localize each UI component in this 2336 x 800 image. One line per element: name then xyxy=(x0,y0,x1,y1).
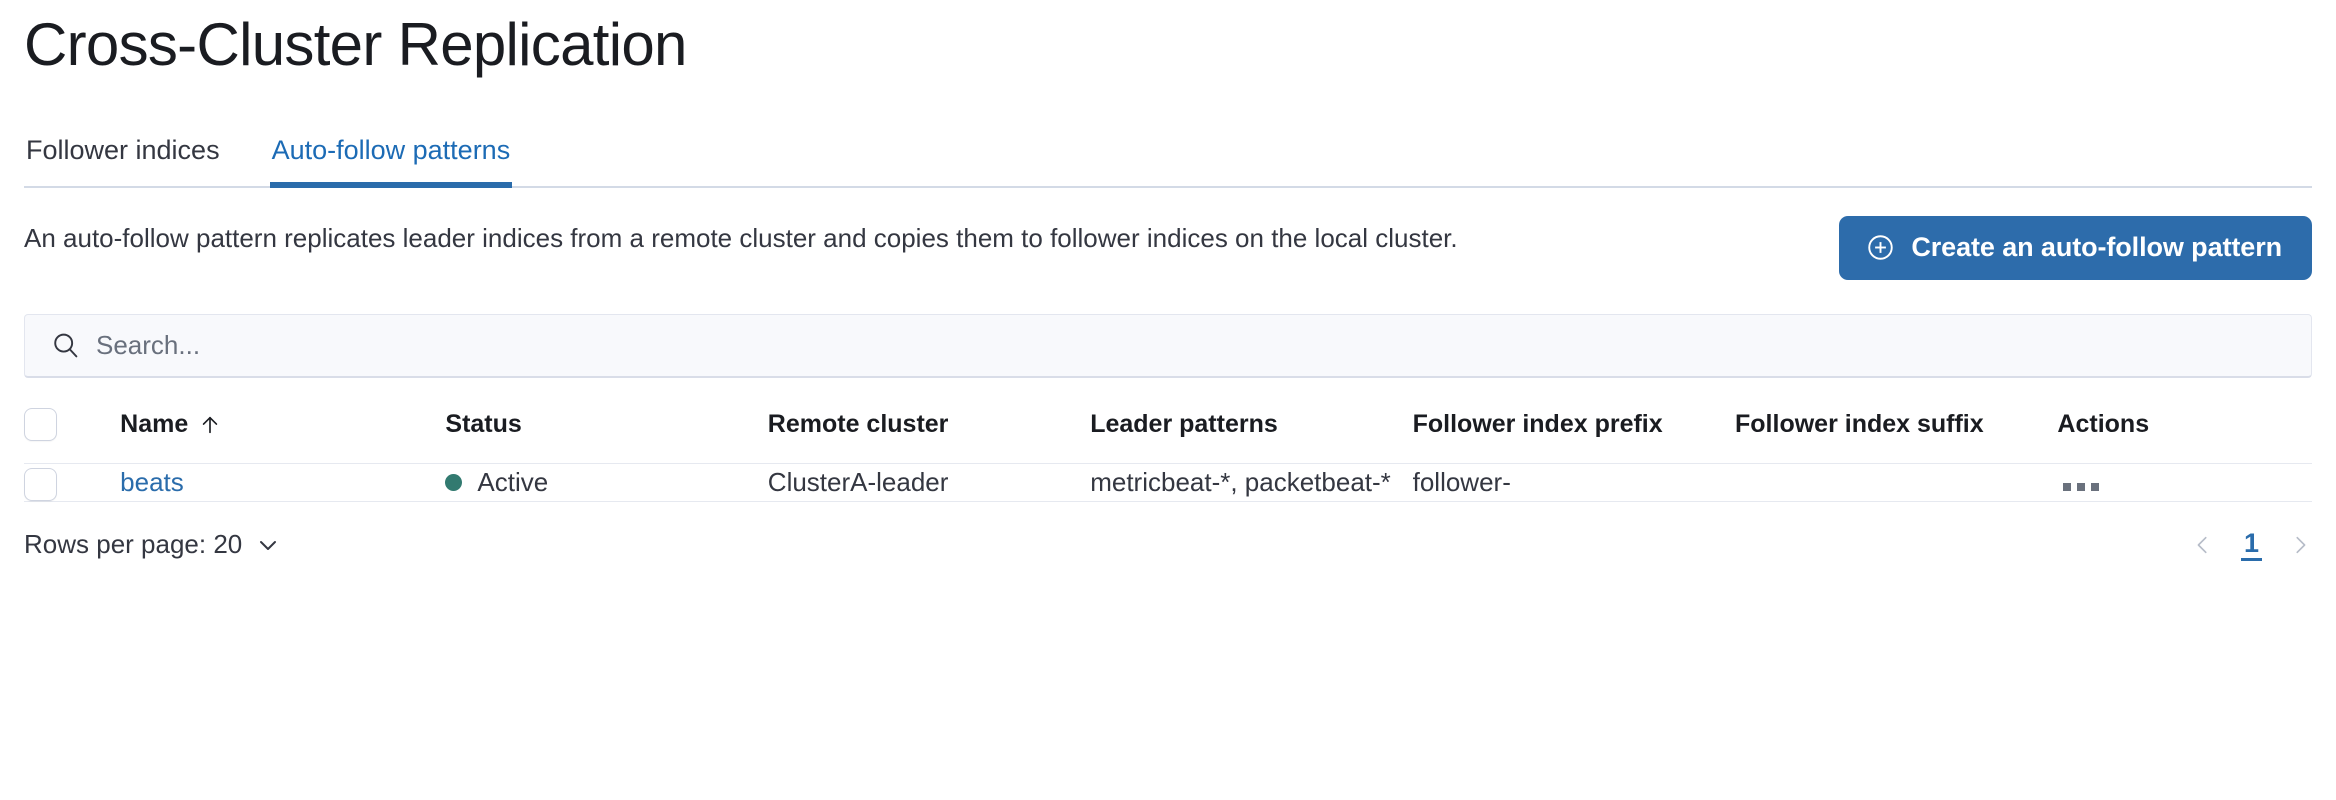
more-actions-icon[interactable] xyxy=(2057,477,2105,497)
pagination: 1 xyxy=(2191,528,2312,562)
rows-per-page-label: Rows per page: 20 xyxy=(24,529,243,560)
rows-per-page-selector[interactable]: Rows per page: 20 xyxy=(24,529,280,560)
column-header-status[interactable]: Status xyxy=(445,408,768,464)
search-bar[interactable] xyxy=(24,314,2312,378)
select-all-checkbox[interactable] xyxy=(24,408,57,441)
status-dot-icon xyxy=(445,474,463,491)
row-leader-patterns-cell: metricbeat-*, packetbeat-* xyxy=(1090,463,1413,502)
row-select-checkbox[interactable] xyxy=(24,467,57,501)
tab-auto-follow-patterns-label: Auto-follow patterns xyxy=(271,135,511,165)
page-title: Cross-Cluster Replication xyxy=(24,11,687,78)
column-header-actions: Actions xyxy=(2057,408,2312,464)
table-row: beats Active ClusterA-leader metricbeat-… xyxy=(24,463,2312,502)
sort-arrow-up-icon xyxy=(199,414,221,436)
row-name-cell: beats xyxy=(120,463,446,502)
column-header-name[interactable]: Name xyxy=(120,408,446,464)
search-input[interactable] xyxy=(96,315,2291,376)
table-body: beats Active ClusterA-leader metricbeat-… xyxy=(24,463,2312,502)
column-header-leader-patterns[interactable]: Leader patterns xyxy=(1090,408,1413,464)
column-header-follower-index-suffix[interactable]: Follower index suffix xyxy=(1735,408,2058,464)
intro-description: An auto-follow pattern replicates leader… xyxy=(24,223,1458,253)
row-actions-cell xyxy=(2057,463,2312,502)
row-status-cell: Active xyxy=(445,463,768,502)
tab-follower-indices-label: Follower indices xyxy=(26,135,220,165)
table-header: Name Status Remote cluster xyxy=(24,408,2312,464)
tab-bar: Follower indices Auto-follow patterns xyxy=(24,114,2312,188)
chevron-right-icon[interactable] xyxy=(2288,530,2312,560)
select-all-header xyxy=(24,408,121,464)
auto-follow-patterns-table: Name Status Remote cluster xyxy=(24,408,2312,502)
intro-row: An auto-follow pattern replicates leader… xyxy=(24,216,2312,280)
column-header-remote-cluster[interactable]: Remote cluster xyxy=(767,408,1091,464)
row-select-cell xyxy=(24,463,121,502)
plus-in-circle-icon xyxy=(1867,234,1894,261)
status-label: Active xyxy=(477,467,549,498)
auto-follow-pattern-link[interactable]: beats xyxy=(120,467,184,498)
column-header-leader-patterns-label: Leader patterns xyxy=(1090,410,1278,438)
column-header-follower-index-prefix-label: Follower index prefix xyxy=(1412,410,1663,438)
table-header-row: Name Status Remote cluster xyxy=(24,408,2312,464)
column-header-actions-label: Actions xyxy=(2057,410,2150,438)
create-auto-follow-pattern-label: Create an auto-follow pattern xyxy=(1911,232,2282,262)
row-follower-index-suffix-cell xyxy=(1735,463,2058,502)
row-follower-index-prefix-cell: follower- xyxy=(1412,463,1736,502)
chevron-left-icon[interactable] xyxy=(2191,530,2215,560)
column-header-follower-index-suffix-label: Follower index suffix xyxy=(1735,410,1984,438)
page-number-1[interactable]: 1 xyxy=(2240,528,2262,562)
tab-follower-indices[interactable]: Follower indices xyxy=(24,137,222,186)
column-header-remote-cluster-label: Remote cluster xyxy=(767,410,949,438)
search-icon xyxy=(51,331,80,360)
column-header-status-label: Status xyxy=(445,410,522,438)
chevron-down-icon xyxy=(256,533,280,557)
row-remote-cluster-cell: ClusterA-leader xyxy=(767,463,1091,502)
tab-auto-follow-patterns[interactable]: Auto-follow patterns xyxy=(269,135,513,188)
column-header-follower-index-prefix[interactable]: Follower index prefix xyxy=(1412,408,1736,464)
table-footer: Rows per page: 20 1 xyxy=(24,528,2312,562)
create-auto-follow-pattern-button[interactable]: Create an auto-follow pattern xyxy=(1839,216,2312,280)
column-header-name-label: Name xyxy=(120,410,189,438)
